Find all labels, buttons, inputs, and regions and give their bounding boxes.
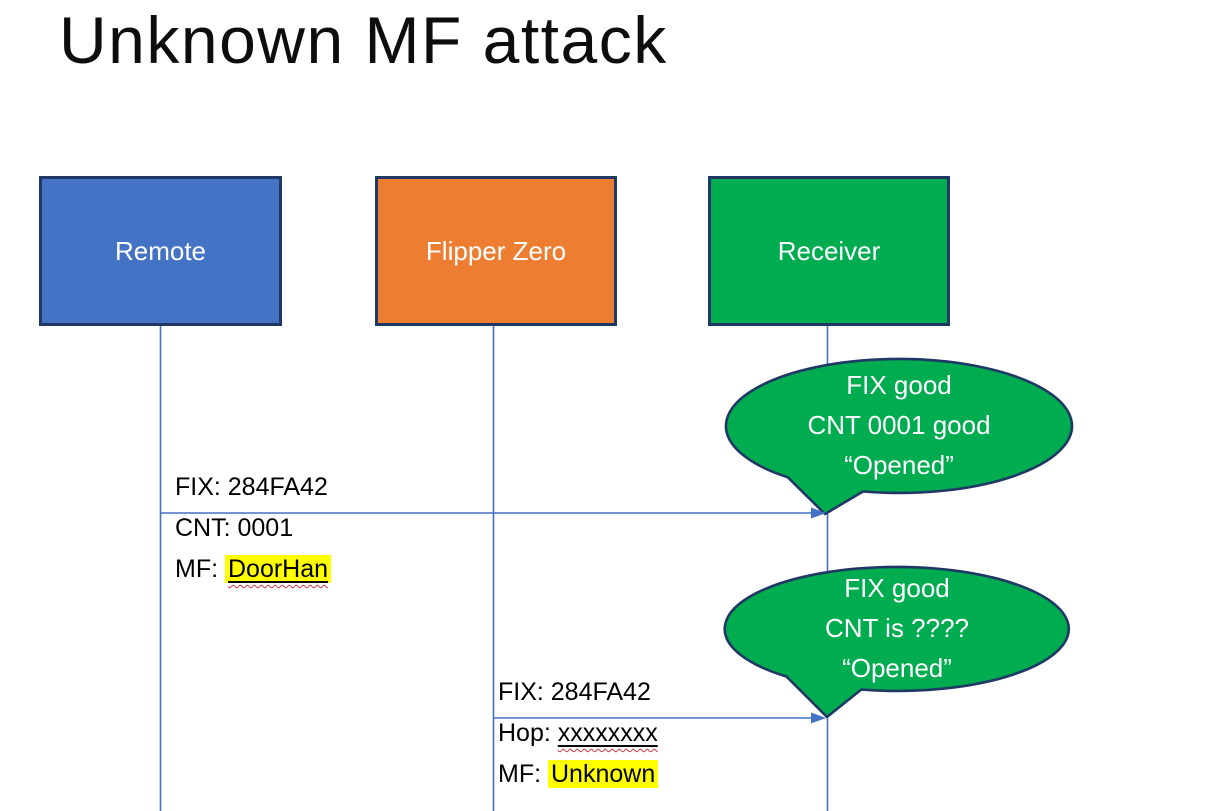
message1-line-mf: MF: DoorHan [175, 549, 332, 590]
message1-mf-prefix: MF: [175, 555, 225, 583]
message2-hop-prefix: Hop: [498, 719, 558, 747]
callout2-line1: FIX good [844, 573, 950, 603]
message-remote-to-receiver: FIX: 284FA42 CNT: 0001 MF: DoorHan [175, 467, 332, 590]
arrow-remote-to-receiver [160, 507, 826, 519]
actor-label-remote: Remote [114, 235, 207, 266]
actor-label-receiver: Receiver [777, 235, 881, 266]
actor-box-receiver: Receiver [708, 176, 950, 326]
arrowhead-2 [811, 712, 826, 724]
spellcheck-underline: DoorHan [228, 555, 329, 583]
callout2-text: FIX good CNT is ???? “Opened” [726, 568, 1068, 688]
message2-line-hop: Hop: xxxxxxxx [498, 713, 658, 754]
callout2-line2: CNT is ???? [824, 613, 970, 643]
speech-bubble-1 [724, 357, 1074, 516]
message2-hop-value: xxxxxxxx [558, 719, 658, 747]
speech-bubble-2 [723, 565, 1071, 719]
message1-mf-value-highlighted: DoorHan [225, 555, 332, 583]
message2-mf-value-highlighted: Unknown [548, 760, 659, 788]
page-title: Unknown MF attack [59, 3, 668, 77]
callout1-line1: FIX good [846, 370, 952, 400]
message1-line-fix: FIX: 284FA42 [175, 473, 328, 501]
actor-label-flipper-zero: Flipper Zero [425, 235, 567, 266]
callout2-line3: “Opened” [842, 653, 952, 683]
message2-mf-prefix: MF: [498, 760, 548, 788]
arrowhead-1 [811, 507, 826, 519]
callout1-line2: CNT 0001 good [807, 410, 991, 440]
message2-line-mf: MF: Unknown [498, 754, 659, 795]
message2-line-fix: FIX: 284FA42 [498, 678, 651, 706]
message1-line-cnt: CNT: 0001 [175, 514, 294, 542]
actor-box-flipper-zero: Flipper Zero [375, 176, 617, 326]
callout1-text: FIX good CNT 0001 good “Opened” [726, 365, 1072, 485]
arrow-flipper-to-receiver [493, 712, 826, 724]
spellcheck-underline: xxxxxxxx [557, 719, 658, 747]
message-flipper-to-receiver: FIX: 284FA42 Hop: xxxxxxxx MF: Unknown [498, 672, 659, 795]
actor-box-remote: Remote [39, 176, 282, 326]
callout1-line3: “Opened” [844, 450, 954, 480]
